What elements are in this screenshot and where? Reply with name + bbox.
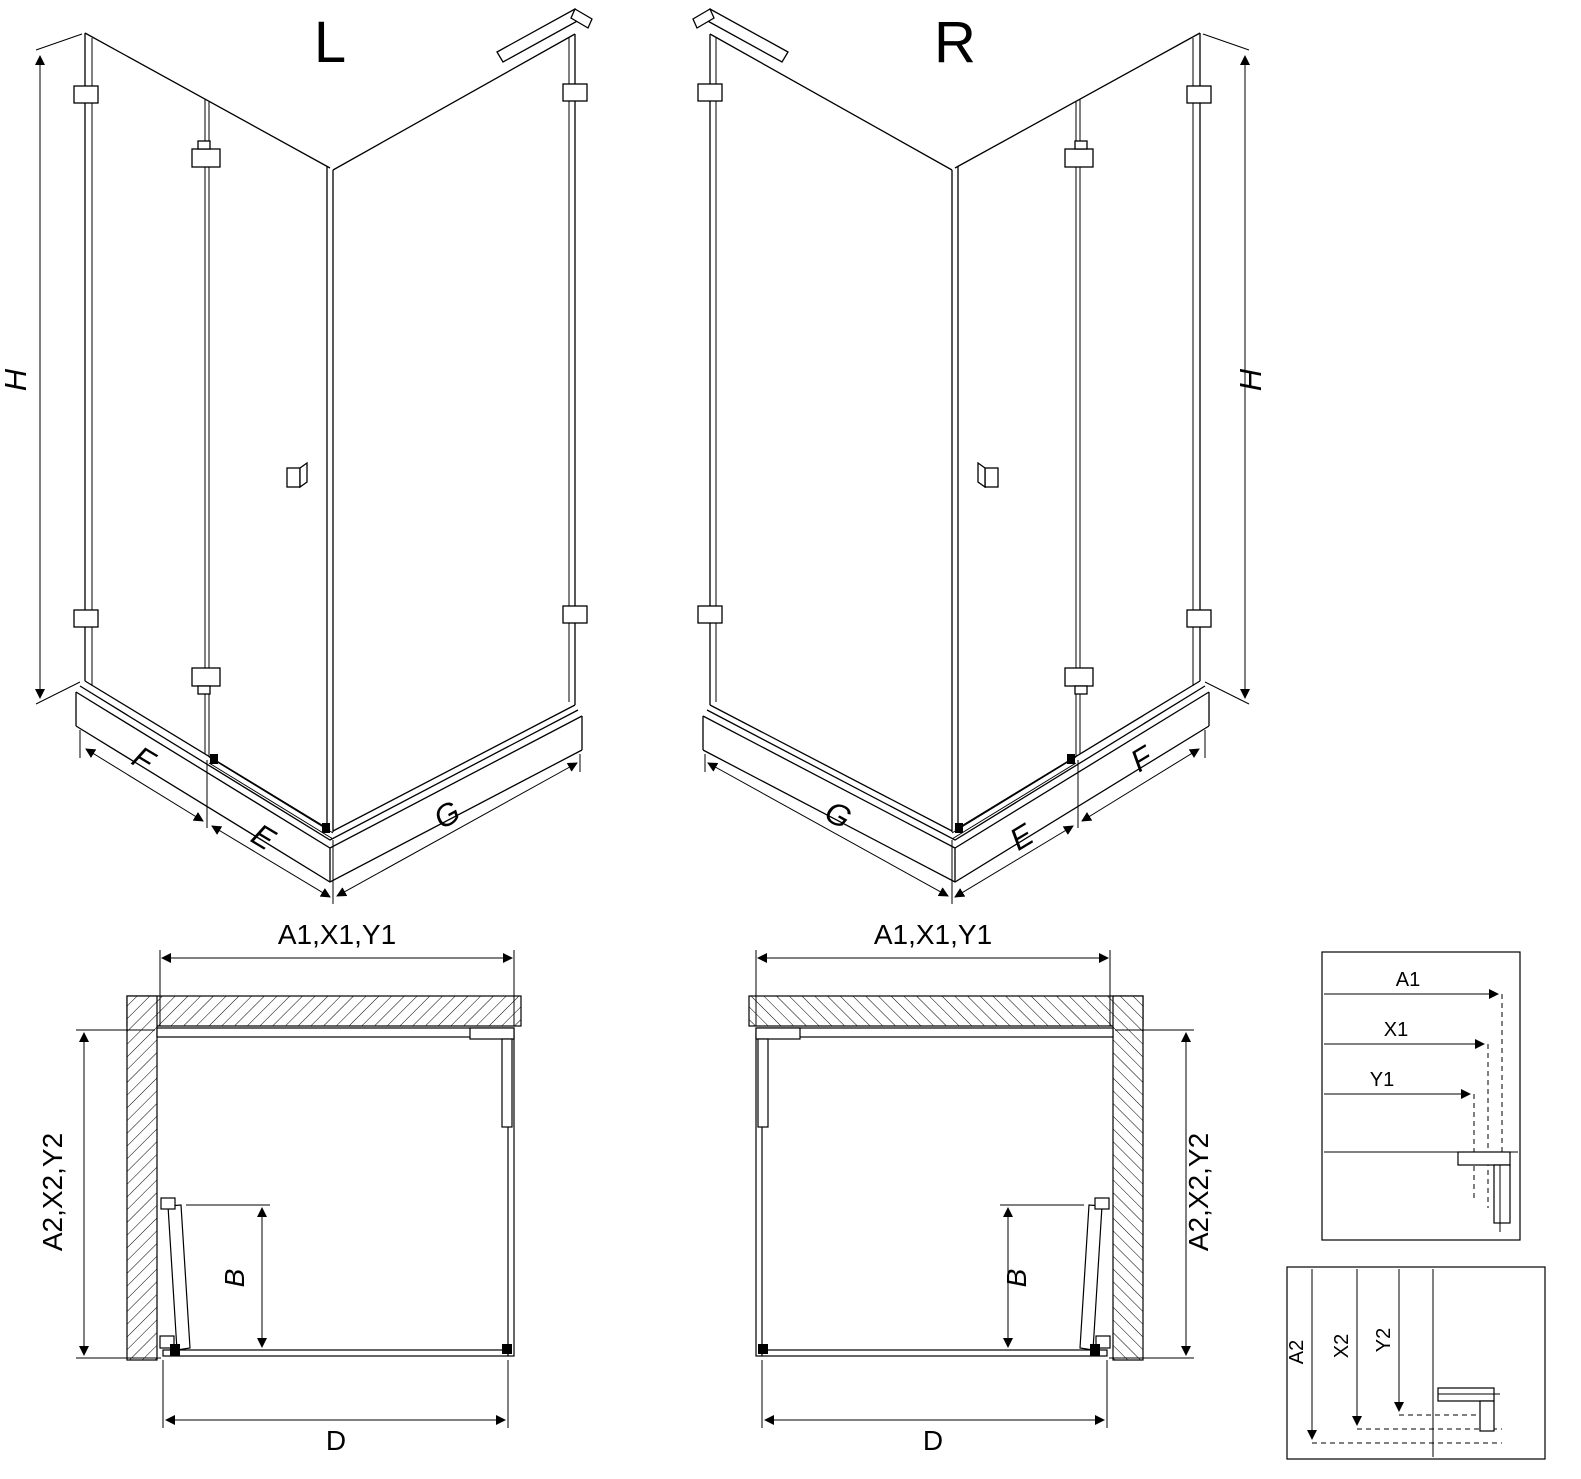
iso-right-title: R xyxy=(934,10,976,75)
plan-left-door-dim-label: B xyxy=(219,1269,250,1288)
detail-vertical-dims: A2 X2 Y2 xyxy=(1286,1266,1546,1460)
detail-y2-label: Y2 xyxy=(1373,1328,1395,1352)
plan-right-side-dim-label: A2,X2,Y2 xyxy=(1183,1133,1214,1251)
detail-horizontal-dims: A1 X1 Y1 xyxy=(1321,951,1521,1241)
plan-left-bottom-dim-label: D xyxy=(326,1425,346,1456)
plan-left-side-dim-label: A2,X2,Y2 xyxy=(37,1133,68,1251)
detail-x2-label: X2 xyxy=(1331,1334,1353,1358)
detail-y1-label: Y1 xyxy=(1370,1069,1394,1091)
detail-a2-label: A2 xyxy=(1286,1340,1308,1364)
iso-left-height-label: H xyxy=(0,368,33,391)
iso-left-title: L xyxy=(314,10,346,75)
plan-right-bottom-dim-label: D xyxy=(923,1425,943,1456)
detail-x1-label: X1 xyxy=(1384,1019,1408,1041)
plan-view-left: A1,X1,Y1 A2,X2,Y2 B D xyxy=(37,919,521,1456)
plan-view-right: A1,X1,Y1 A2,X2,Y2 B D xyxy=(749,919,1214,1456)
plan-left-top-dim-label: A1,X1,Y1 xyxy=(278,919,396,950)
detail-a1-label: A1 xyxy=(1396,969,1420,991)
iso-right-height-label: H xyxy=(1233,368,1268,391)
plan-right-top-dim-label: A1,X1,Y1 xyxy=(874,919,992,950)
plan-right-door-dim-label: B xyxy=(1001,1269,1032,1288)
detail-v-border xyxy=(1286,1266,1546,1460)
detail-h-border xyxy=(1321,951,1521,1241)
wall-profile-section xyxy=(1457,1151,1511,1166)
